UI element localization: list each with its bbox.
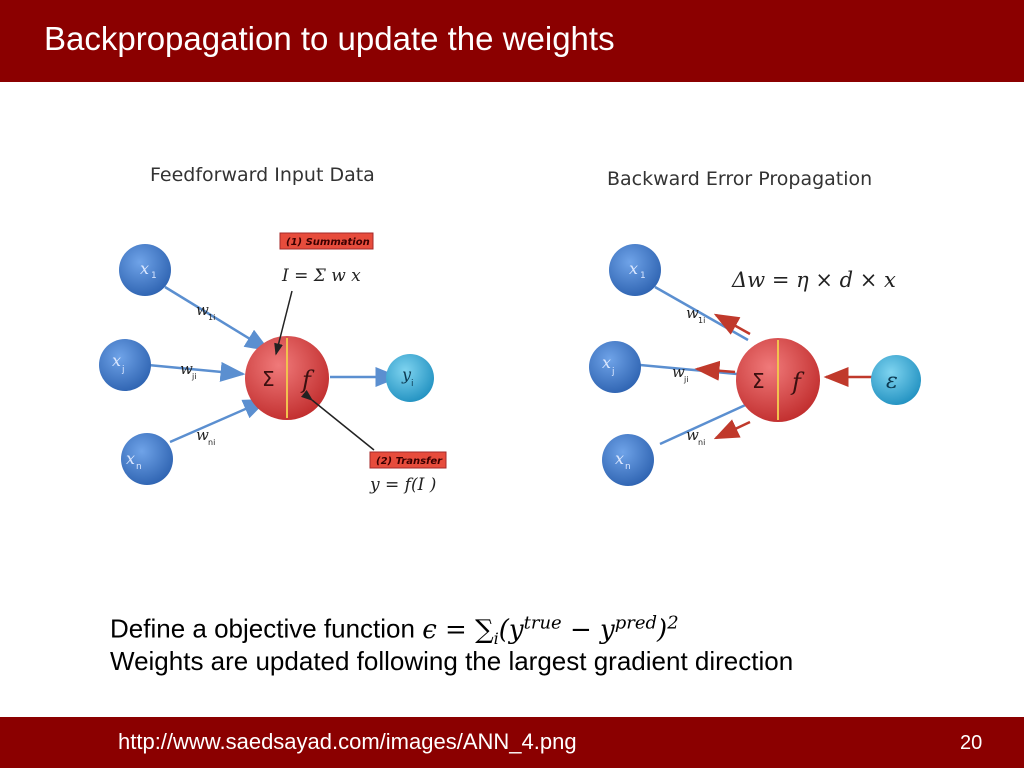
svg-text:1i: 1i xyxy=(698,316,705,325)
left-edge-n xyxy=(169,398,269,444)
objective-text: Define a objective function xyxy=(110,613,423,644)
bullet-list: Define a objective function ϵ = ∑i(ytrue… xyxy=(110,604,990,680)
svg-text:Σ: Σ xyxy=(752,369,765,393)
left-input-node-1: x 1 xyxy=(119,244,171,296)
svg-text:w: w xyxy=(196,301,209,319)
svg-text:ji: ji xyxy=(191,372,196,381)
svg-text:j: j xyxy=(611,367,615,377)
svg-text:w: w xyxy=(686,426,699,444)
summation-annotation: (1) Summation I = Σ w x xyxy=(274,232,374,356)
svg-text:x: x xyxy=(602,353,611,372)
left-input-node-j: x j xyxy=(99,339,151,391)
svg-text:x: x xyxy=(126,449,135,468)
left-weight-labels: w 1i w ji w ni xyxy=(180,301,215,447)
svg-text:ni: ni xyxy=(208,438,215,447)
svg-text:ni: ni xyxy=(698,438,705,447)
objective-formula: ϵ = ∑i(ytrue − ypred)2 xyxy=(422,612,679,648)
svg-text:1: 1 xyxy=(640,271,646,281)
weight-update-formula: Δw = η × d × x xyxy=(731,268,896,292)
left-edge-j xyxy=(147,361,246,382)
left-output-node: y i xyxy=(386,354,434,402)
svg-text:Σ: Σ xyxy=(262,367,275,391)
right-backprop-arrows xyxy=(694,313,751,440)
slide-title: Backpropagation to update the weights xyxy=(44,20,615,57)
svg-text:1: 1 xyxy=(151,271,157,281)
svg-text:w: w xyxy=(180,360,193,378)
right-input-node-1: x 1 xyxy=(609,244,661,296)
page-number: 20 xyxy=(960,732,983,754)
figure-svg: Feedforward Input Data x 1 x j x n w 1i … xyxy=(99,164,921,495)
transfer-annotation: (2) Transfer y = f(I ) xyxy=(301,389,447,495)
svg-text:w: w xyxy=(196,426,209,444)
svg-text:y = f(I ): y = f(I ) xyxy=(369,475,436,495)
svg-text:i: i xyxy=(411,379,414,389)
footer-bar: http://www.saedsayad.com/images/ANN_4.pn… xyxy=(0,717,1024,768)
svg-text:x: x xyxy=(112,351,121,370)
svg-text:I = Σ w x: I = Σ w x xyxy=(281,266,361,286)
svg-text:n: n xyxy=(625,462,631,472)
objective-function-line: Define a objective function ϵ = ∑i(ytrue… xyxy=(110,604,990,648)
title-bar: Backpropagation to update the weights xyxy=(0,0,1024,82)
svg-text:x: x xyxy=(140,259,149,278)
svg-text:y: y xyxy=(401,365,412,384)
svg-text:j: j xyxy=(121,365,125,375)
svg-text:n: n xyxy=(136,462,142,472)
left-edge-1 xyxy=(164,285,271,352)
right-weight-labels: w 1i w ji w ni xyxy=(672,304,705,447)
svg-text:x: x xyxy=(615,449,624,468)
svg-text:ε: ε xyxy=(886,369,898,394)
right-error-node: ε xyxy=(871,355,921,405)
svg-text:x: x xyxy=(629,259,638,278)
svg-text:w: w xyxy=(672,363,685,381)
right-neuron: Σ f xyxy=(736,338,820,422)
left-neuron: Σ f xyxy=(245,336,329,420)
right-input-node-j: x j xyxy=(589,341,641,393)
svg-text:(2) Transfer: (2) Transfer xyxy=(376,456,443,467)
right-heading: Backward Error Propagation xyxy=(607,168,872,190)
neural-network-figure: Feedforward Input Data x 1 x j x n w 1i … xyxy=(0,82,1024,602)
svg-text:ji: ji xyxy=(683,375,688,384)
right-input-node-n: x n xyxy=(602,434,654,486)
svg-text:(1) Summation: (1) Summation xyxy=(286,237,370,248)
weights-update-line: Weights are updated following the larges… xyxy=(110,646,794,676)
svg-text:1i: 1i xyxy=(208,313,215,322)
left-heading: Feedforward Input Data xyxy=(150,164,375,186)
svg-text:w: w xyxy=(686,304,699,322)
left-input-node-n: x n xyxy=(121,433,173,485)
source-url[interactable]: http://www.saedsayad.com/images/ANN_4.pn… xyxy=(118,729,577,754)
